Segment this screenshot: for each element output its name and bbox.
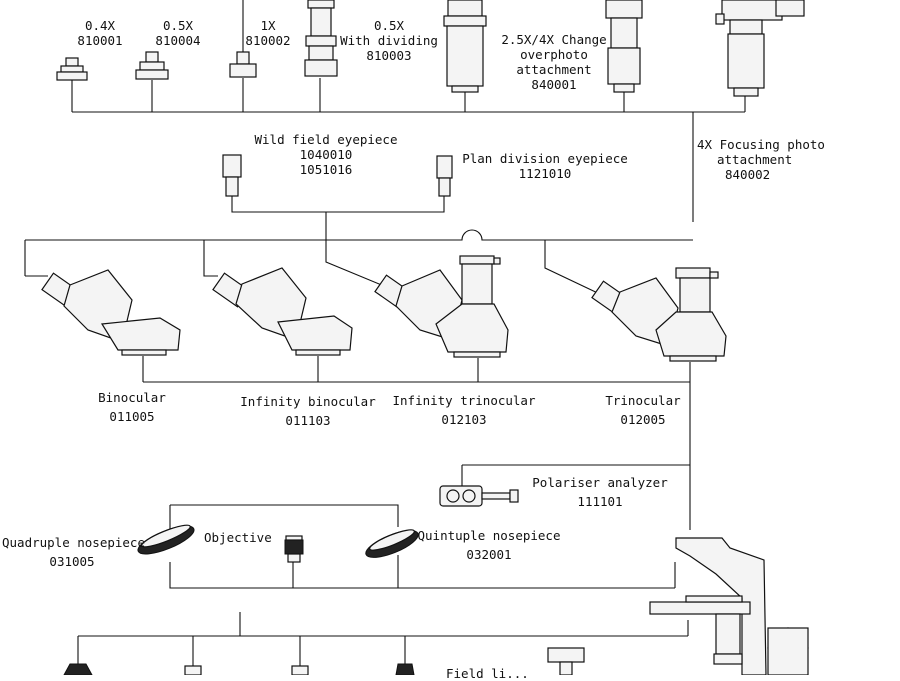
infinity-binocular-label: Infinity binocular 011103 xyxy=(228,394,388,428)
focusing-photo-sub: attachment xyxy=(717,152,793,167)
adapter-05x-drawing xyxy=(135,51,169,80)
objective-label: Objective xyxy=(204,530,272,545)
change-overphoto-sub2: attachment xyxy=(516,62,592,77)
adapter-05x-label: 0.5X 810004 xyxy=(148,18,208,48)
adapter-change-overphoto-drawing xyxy=(605,0,643,93)
change-overphoto-name: 2.5X/4X Change xyxy=(501,32,607,47)
adapter-05x-dividing-label: 0.5X With dividing 810003 xyxy=(334,18,444,63)
quintuple-nosepiece-drawing xyxy=(365,529,419,558)
bottom-accessories-drawing xyxy=(63,647,585,675)
binocular-label: Binocular 011005 xyxy=(92,390,172,424)
adapter-change-tube-drawing xyxy=(443,0,487,93)
infinity-trinocular-name: Infinity trinocular xyxy=(392,393,536,408)
quintuple-nosepiece-label: Quintuple nosepiece 032001 xyxy=(414,528,564,562)
focusing-photo-code: 840002 xyxy=(725,167,771,182)
wild-field-eyepiece-code1: 1040010 xyxy=(299,147,353,162)
plan-division-eyepiece-name: Plan division eyepiece xyxy=(462,151,628,166)
field-label-partial: Field li... xyxy=(446,666,529,681)
adapter-04x-drawing xyxy=(56,57,88,81)
adapter-04x-code: 810001 xyxy=(77,33,123,48)
change-overphoto-label: 2.5X/4X Change overphoto attachment 8400… xyxy=(498,32,610,92)
binocular-head-drawing xyxy=(41,269,181,356)
adapter-04x-label: 0.4X 810001 xyxy=(70,18,130,48)
quadruple-nosepiece-label: Quadruple nosepiece 031005 xyxy=(2,535,145,569)
quadruple-nosepiece-drawing xyxy=(137,524,195,555)
microscope-stand-drawing xyxy=(649,537,809,675)
quintuple-nosepiece-name: Quintuple nosepiece xyxy=(417,528,561,543)
quadruple-nosepiece-name: Quadruple nosepiece xyxy=(2,535,145,550)
trinocular-code: 012005 xyxy=(620,412,666,427)
adapter-1x-drawing xyxy=(229,0,257,78)
trinocular-head-drawing xyxy=(591,267,727,362)
quadruple-nosepiece-code: 031005 xyxy=(49,554,95,569)
infinity-trinocular-code: 012103 xyxy=(441,412,487,427)
polariser-analyzer-name: Polariser analyzer xyxy=(532,475,668,490)
polariser-analyzer-label: Polariser analyzer 111101 xyxy=(530,475,670,509)
binocular-code: 011005 xyxy=(109,409,155,424)
connection-lines xyxy=(24,78,746,667)
infinity-binocular-name: Infinity binocular xyxy=(240,394,376,409)
plan-division-eyepiece-code: 1121010 xyxy=(518,166,572,181)
infinity-trinocular-head-drawing xyxy=(374,255,509,358)
focusing-photo-name: 4X Focusing photo xyxy=(697,137,825,152)
adapter-05x-dividing-sub: With dividing xyxy=(340,33,438,48)
adapter-05x-name: 0.5X xyxy=(162,18,194,33)
wild-field-eyepiece-label: Wild field eyepiece 1040010 1051016 xyxy=(246,132,406,177)
quintuple-nosepiece-code: 032001 xyxy=(466,547,512,562)
plan-division-eyepiece-label: Plan division eyepiece 1121010 xyxy=(460,151,630,181)
infinity-binocular-code: 011103 xyxy=(285,413,331,428)
adapter-05x-dividing-code: 810003 xyxy=(366,48,412,63)
change-overphoto-sub: overphoto xyxy=(520,47,588,62)
wild-field-eyepiece-code2: 1051016 xyxy=(299,162,353,177)
wild-field-eyepiece-drawing xyxy=(222,154,242,197)
adapter-1x-label: 1X 810002 xyxy=(238,18,298,48)
trinocular-name: Trinocular xyxy=(605,393,681,408)
objective-drawing xyxy=(284,535,304,563)
adapter-05x-code: 810004 xyxy=(155,33,201,48)
infinity-binocular-head-drawing xyxy=(212,267,353,356)
adapter-1x-name: 1X xyxy=(260,18,276,33)
trinocular-label: Trinocular 012005 xyxy=(598,393,688,427)
adapter-05x-dividing-name: 0.5X xyxy=(373,18,405,33)
change-overphoto-code: 840001 xyxy=(531,77,577,92)
focusing-photo-label: 4X Focusing photo attachment 840002 xyxy=(697,137,825,182)
adapter-1x-code: 810002 xyxy=(245,33,291,48)
polariser-analyzer-drawing xyxy=(439,485,519,507)
binocular-name: Binocular xyxy=(98,390,166,405)
wild-field-eyepiece-name: Wild field eyepiece xyxy=(254,132,398,147)
adapter-focusing-photo-drawing xyxy=(715,0,805,97)
polariser-analyzer-code: 111101 xyxy=(577,494,623,509)
adapter-05x-dividing-drawing xyxy=(304,0,338,77)
adapter-04x-name: 0.4X xyxy=(84,18,116,33)
plan-division-eyepiece-drawing xyxy=(436,155,453,197)
infinity-trinocular-label: Infinity trinocular 012103 xyxy=(384,393,544,427)
